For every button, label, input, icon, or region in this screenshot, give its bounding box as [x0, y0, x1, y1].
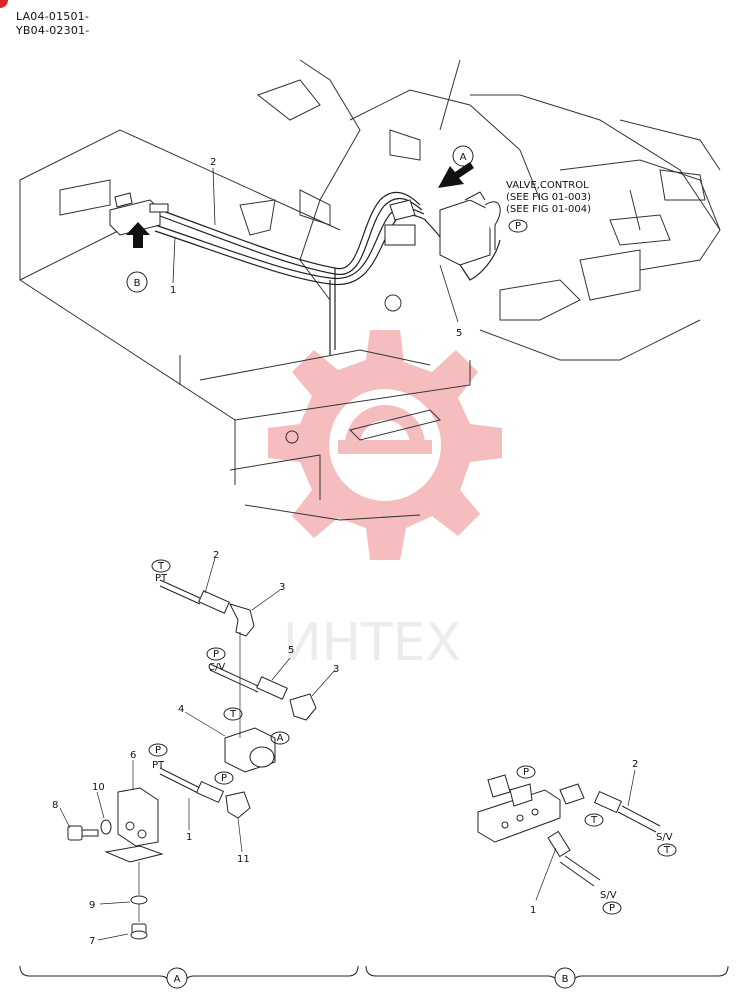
- watermark-text: ИНТЕХ: [283, 613, 461, 673]
- part-label-a-7: 7: [89, 936, 95, 947]
- detail-b-label: B: [554, 967, 576, 989]
- part-label-a-3a: 3: [279, 582, 285, 593]
- port-p-b2: P: [609, 903, 615, 914]
- port-sv-1: S/V: [656, 832, 673, 843]
- part-label-a-6: 6: [130, 750, 136, 761]
- control-valve-top: [384, 191, 501, 266]
- part-label-b-1: 1: [530, 905, 536, 916]
- part-label-a-4: 4: [178, 704, 184, 715]
- svg-text:A: A: [460, 152, 467, 163]
- port-t-circle-a2: [223, 707, 243, 721]
- port-p-a2: P: [155, 745, 161, 756]
- port-p-circle-b2: [602, 901, 622, 915]
- label-part-5-top: 5: [456, 328, 462, 339]
- port-t-a1: T: [157, 561, 165, 572]
- valve-note-line-1: VALVE,CONTROL: [506, 180, 589, 191]
- port-t-circle-b2: [657, 843, 677, 857]
- port-t-a2: T: [229, 709, 237, 720]
- part-label-a-3b: 3: [333, 664, 339, 675]
- svg-text:P: P: [515, 221, 521, 232]
- port-p-circle-a3: [214, 771, 234, 785]
- port-pt-mid: PT: [152, 760, 165, 771]
- bottom-bracket-b: [365, 965, 729, 985]
- port-pt-top: PT: [155, 573, 168, 584]
- label-part-1-top: 1: [170, 285, 176, 296]
- part-label-a-9: 9: [89, 900, 95, 911]
- port-t-b2: T: [663, 845, 671, 856]
- frame-body: [19, 59, 721, 521]
- detail-b-assembly: [477, 774, 661, 887]
- port-sv-2: S/V: [600, 890, 617, 901]
- label-part-2-top: 2: [210, 157, 216, 168]
- port-a-label: A: [277, 733, 284, 744]
- port-p-circle-a2: [148, 743, 168, 757]
- valve-note-line-3: (SEE FIG 01-004): [506, 204, 591, 215]
- corner-mark: [0, 0, 8, 8]
- port-p-b: P: [523, 767, 529, 778]
- bottom-bracket-a: [19, 965, 359, 985]
- svg-text:B: B: [562, 974, 569, 985]
- part-label-a-2: 2: [213, 550, 219, 561]
- callout-a-top: A: [452, 145, 474, 167]
- model-code-2: YB04-02301-: [16, 24, 90, 37]
- port-p-circle-a1: [206, 647, 226, 661]
- port-cv: C/V: [208, 662, 225, 673]
- detail-a-guides: [59, 557, 336, 941]
- part-label-a-1: 1: [186, 832, 192, 843]
- part-label-a-11: 11: [237, 854, 250, 865]
- svg-text:A: A: [174, 974, 181, 985]
- gear-watermark-icon: [268, 330, 502, 560]
- svg-text:B: B: [134, 278, 141, 289]
- model-code-1: LA04-01501-: [16, 10, 90, 23]
- valve-note-line-2: (SEE FIG 01-003): [506, 192, 591, 203]
- solenoid-block-top: [109, 192, 169, 236]
- arrow-b-icon: [126, 222, 150, 248]
- part-label-b-2: 2: [632, 759, 638, 770]
- port-t-circle-a1: [151, 559, 171, 573]
- port-t-b1: T: [590, 815, 598, 826]
- callout-b-top: B: [126, 271, 148, 293]
- port-p-a3: P: [221, 773, 227, 784]
- arrow-a-icon: [438, 162, 474, 188]
- part-label-a-8: 8: [52, 800, 58, 811]
- detail-a-label: A: [166, 967, 188, 989]
- port-p-circle-b: [516, 765, 536, 779]
- port-a-circle: [270, 731, 290, 745]
- part-label-a-5: 5: [288, 645, 294, 656]
- port-p-top: P: [508, 219, 528, 233]
- port-t-circle-b1: [584, 813, 604, 827]
- part-label-a-10: 10: [92, 782, 105, 793]
- port-p-a1: P: [213, 649, 219, 660]
- detail-a-assembly: [67, 579, 317, 940]
